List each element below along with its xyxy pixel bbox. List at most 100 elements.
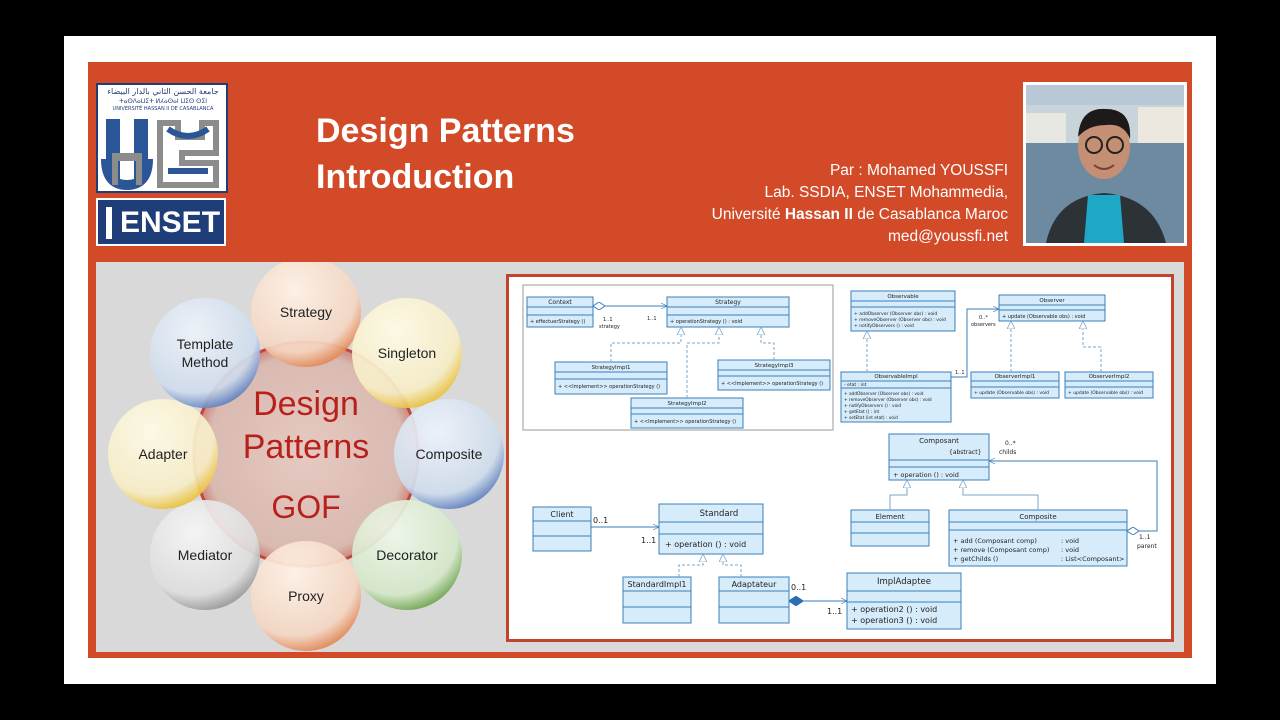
- uh2c-emblem-icon: [101, 119, 219, 191]
- composant-op: + operation () : void: [893, 471, 959, 479]
- author-block: Par : Mohamed YOUSSFI Lab. SSDIA, ENSET …: [712, 160, 1008, 248]
- observer-name: Observer: [1039, 298, 1065, 304]
- standard-realizations: [678, 554, 742, 577]
- impl1-name: StrategyImpl1: [591, 365, 630, 371]
- gof-label-7-1: Method: [182, 354, 229, 370]
- uml-class-impl2: StrategyImpl2 + <<Implement>> operationS…: [630, 397, 744, 429]
- uml-class-impl1: StrategyImpl1 + <<Implement>> operationS…: [554, 361, 668, 395]
- gof-label-6: Adapter: [138, 446, 187, 462]
- author-univ-post: de Casablanca Maroc: [852, 206, 1008, 223]
- observer-op: + update (Observable obs) : void: [1002, 314, 1085, 320]
- role-childs: childs: [999, 449, 1016, 456]
- mult-0n: 0..*: [979, 315, 988, 321]
- mult-11e: 1..1: [827, 607, 842, 616]
- author-university: Université Hassan II de Casablanca Maroc: [712, 204, 1008, 226]
- uml-class-client: Client: [532, 506, 592, 552]
- logo-arabic-text: جامعة الحسن الثاني بالدار البيضاء: [107, 87, 219, 96]
- uml-class-element: Element: [850, 509, 930, 547]
- composite-generalizations: [889, 480, 1039, 510]
- enset-logo: ENSET: [96, 198, 226, 246]
- observable-impl-op-0: + addObserver (Observer obs) : void: [844, 391, 924, 397]
- gof-bubble-4: [251, 541, 361, 651]
- mult-11c: 1..1: [955, 370, 965, 376]
- composite-op-0: + add (Composant comp): [953, 537, 1037, 545]
- gof-bubbles: [108, 262, 504, 651]
- gof-label-4: Proxy: [288, 588, 324, 604]
- impl2-name: StrategyImpl2: [667, 401, 706, 407]
- gof-bubble-1: [352, 298, 462, 408]
- observer-impl2-op: + update (Observable obs) : void: [1068, 390, 1143, 396]
- observable-impl-op-2: + notifyObservers () : void: [844, 403, 901, 409]
- page-title: Design Patterns Introduction: [316, 108, 575, 200]
- author-lab: Lab. SSDIA, ENSET Mohammedia,: [764, 184, 1008, 201]
- title-line-2: Introduction: [316, 158, 515, 196]
- mult-11b: 1..1: [647, 316, 657, 322]
- client-name: Client: [550, 510, 573, 519]
- enset-bar-icon: [106, 207, 112, 239]
- observer-impl1-op: + update (Observable obs) : void: [974, 390, 1049, 396]
- uml-class-composite: Composite + add (Composant comp) + remov…: [948, 509, 1128, 567]
- gof-center-design: Design: [253, 385, 359, 423]
- author-univ-pre: Université: [711, 206, 785, 223]
- mult-11a: 1..1: [603, 317, 613, 323]
- role-strategy: strategy: [599, 324, 620, 330]
- uml-class-composant: Composant {abstract} + operation () : vo…: [888, 433, 990, 481]
- title-line-1: Design Patterns: [316, 112, 575, 150]
- gof-center-gof: GOF: [271, 489, 340, 525]
- gof-bubble-5: [150, 500, 260, 610]
- uml-class-standard: Standard + operation () : void: [658, 503, 764, 555]
- uml-class-observer-impl1: ObserverImpl1 + update (Observable obs) …: [970, 371, 1060, 399]
- impl1-op: + <<Implement>> operationStrategy (): [558, 384, 660, 390]
- gof-diagram: Design Patterns GOF StrategySingletonCom…: [108, 262, 504, 651]
- mult-childs: 0..*: [1005, 440, 1016, 447]
- adaptateur-name: Adaptateur: [732, 580, 778, 589]
- context-name: Context: [548, 299, 572, 306]
- composite-op-1: + remove (Composant comp): [953, 546, 1049, 554]
- mult-01: 0..1: [593, 516, 608, 525]
- observable-impl-op-1: + removeObserver (Observer obs) : void: [844, 397, 932, 403]
- gof-bubble-2: [394, 399, 504, 509]
- observer-impl1-name: ObserverImpl1: [995, 374, 1036, 380]
- gof-label-1: Singleton: [378, 345, 436, 361]
- composite-type-0: : void: [1061, 537, 1079, 545]
- composite-name: Composite: [1019, 513, 1056, 521]
- author-photo: [1023, 82, 1187, 246]
- impl-adaptee-name: ImplAdaptee: [877, 577, 931, 587]
- gof-bubble-0: [251, 262, 361, 367]
- standard-name: Standard: [700, 509, 739, 519]
- observable-impl-attr: - etat : int: [844, 382, 867, 388]
- uml-diagram: Context + effectuerStrategy () Strategy …: [522, 284, 1158, 630]
- composite-childs-link: [989, 461, 1158, 531]
- role-observers: observers: [971, 322, 996, 328]
- observable-impl-name: ObservableImpl: [874, 374, 918, 380]
- uml-class-observable: Observable + addObserver (Observer obs) …: [850, 290, 956, 332]
- observable-op-1: + removeObserver (Observer obs) : void: [854, 317, 946, 323]
- author-name: Par : Mohamed YOUSSFI: [829, 162, 1008, 179]
- author-univ-bold: Hassan II: [784, 206, 853, 223]
- gof-label-7-0: Template: [177, 336, 234, 352]
- uml-class-adaptateur: Adaptateur: [718, 576, 790, 624]
- gof-label-2: Composite: [416, 446, 483, 462]
- observable-observer-link: [951, 309, 999, 378]
- logo-tifinagh-text: ⵜⴰⵙⴷⴰⵡⵉⵜ ⵍⵃⴰⵙⴰⵏ ⵡⵉⵙ ⵙⵉⵏ: [118, 98, 208, 105]
- header-banner: [88, 62, 1192, 258]
- uml-class-observer-impl2: ObserverImpl2 + update (Observable obs) …: [1064, 371, 1154, 399]
- university-logo: جامعة الحسن الثاني بالدار البيضاء ⵜⴰⵙⴷⴰⵡ…: [96, 83, 228, 193]
- gof-label-0: Strategy: [280, 304, 332, 320]
- observable-op-0: + addObserver (Observer obs) : void: [854, 311, 937, 317]
- standard-op: + operation () : void: [665, 540, 746, 549]
- composite-op-2: + getChilds (): [953, 555, 998, 563]
- gof-label-5: Mediator: [178, 547, 233, 563]
- element-name: Element: [876, 513, 905, 521]
- impl2-op: + <<Implement>> operationStrategy (): [634, 419, 736, 425]
- uml-class-observer: Observer + update (Observable obs) : voi…: [998, 294, 1106, 322]
- impl3-op: + <<Implement>> operationStrategy (): [721, 381, 823, 387]
- impl-adaptee-op-1: + operation3 () : void: [851, 616, 937, 625]
- standard-impl1-name: StandardImpl1: [628, 580, 687, 589]
- composant-stereo: {abstract}: [949, 449, 982, 456]
- portrait-icon: [1026, 85, 1184, 243]
- role-parent: parent: [1137, 543, 1157, 550]
- strategy-op: + operationStrategy () : void: [670, 319, 742, 325]
- mult-01b: 0..1: [791, 583, 806, 592]
- gof-bubble-3: [352, 500, 462, 610]
